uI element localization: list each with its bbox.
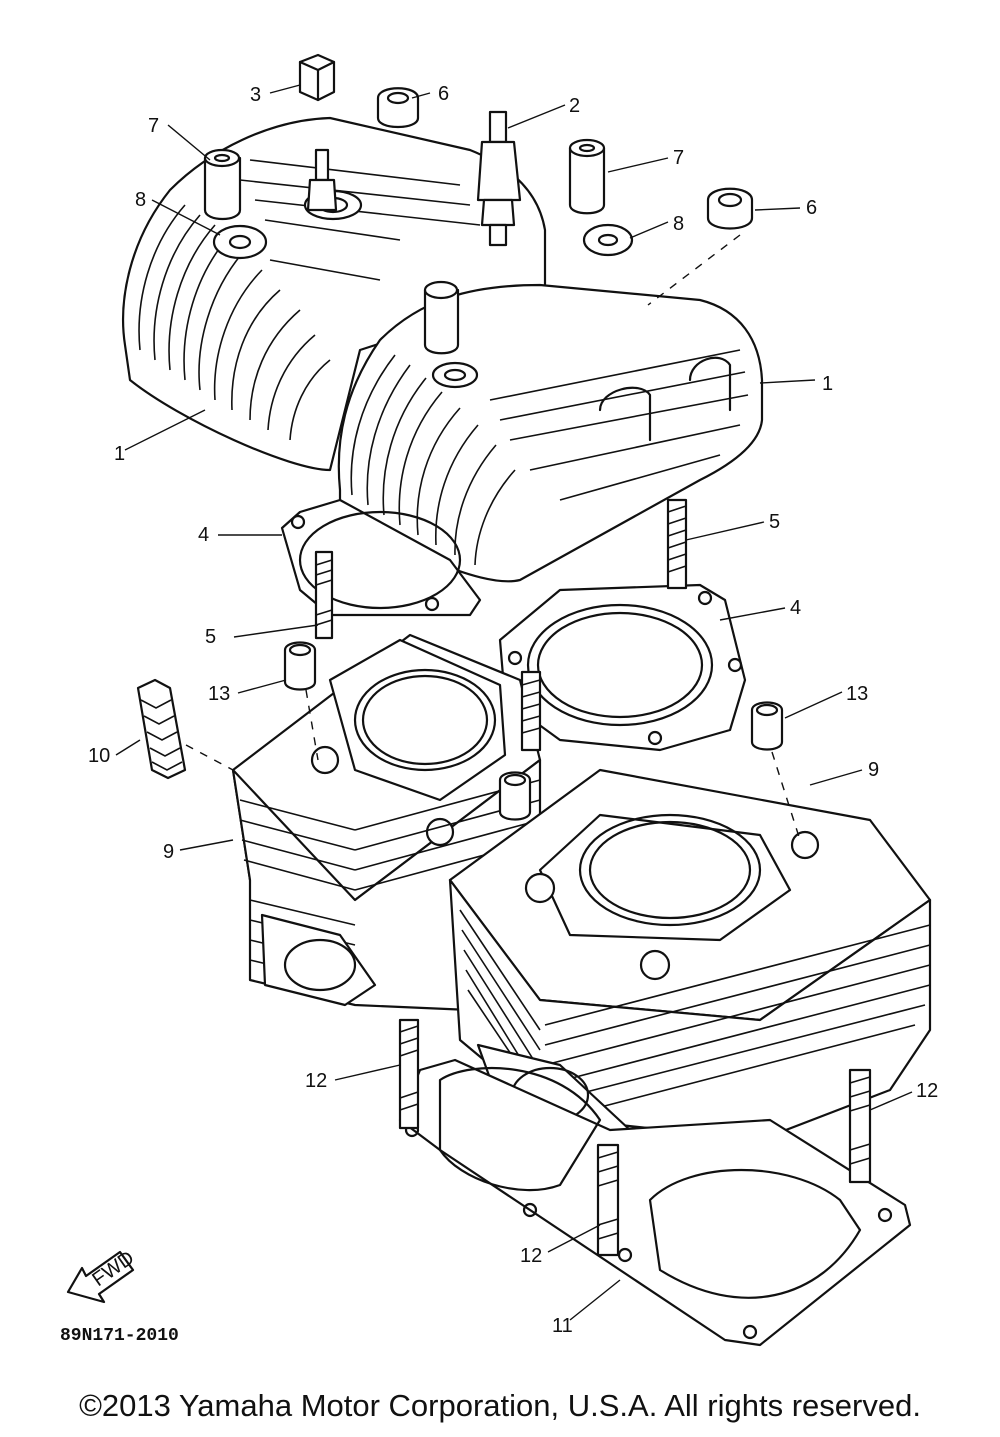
stud-12-left (398, 1018, 420, 1130)
callout-9-left: 9 (163, 841, 174, 863)
callout-5-left: 5 (205, 626, 216, 648)
exploded-parts-diagram: 3 6 2 7 7 8 8 6 1 1 4 5 5 4 13 13 10 9 9… (60, 53, 938, 1347)
nut-13-left (283, 641, 317, 691)
callout-12-left: 12 (305, 1070, 327, 1092)
collar-head-right-top (423, 280, 460, 355)
callout-1-left: 1 (114, 443, 125, 465)
callout-12-center: 12 (520, 1245, 542, 1267)
stud-center (520, 670, 542, 752)
copyright-notice: ©2013 Yamaha Motor Corporation, U.S.A. A… (79, 1388, 921, 1423)
callout-4-left: 4 (198, 524, 209, 546)
dowel-pins-10 (136, 678, 187, 780)
stud-5-left (314, 550, 334, 640)
callout-7-left: 7 (148, 115, 159, 137)
stud-5-right (666, 498, 688, 590)
cap-nut-3 (298, 53, 336, 102)
stud-12-center (596, 1143, 620, 1257)
spark-plug-left (306, 148, 338, 212)
washer-8-left (212, 224, 268, 260)
cylinder-head-right (337, 283, 764, 583)
callout-3: 3 (250, 84, 261, 106)
callout-8-right: 8 (673, 213, 684, 235)
nut-6-right (706, 187, 754, 230)
callout-8-left: 8 (135, 189, 146, 211)
callout-12-right: 12 (916, 1080, 938, 1102)
callout-10: 10 (88, 745, 110, 767)
callouts: 3 6 2 7 7 8 8 6 1 1 4 5 5 4 13 13 10 9 9… (88, 83, 938, 1337)
callout-7-right: 7 (673, 147, 684, 169)
collar-7-right (568, 138, 606, 215)
diagram-code: 89N171-2010 (60, 1326, 179, 1346)
washer-8-right (582, 223, 634, 257)
callout-6-left: 6 (438, 83, 449, 105)
base-gasket-11 (398, 1058, 912, 1347)
cylinder-left (231, 633, 542, 1012)
nut-13-right (750, 701, 784, 751)
nut-13-center (498, 771, 532, 821)
callout-9-right: 9 (868, 759, 879, 781)
callout-13-left: 13 (208, 683, 230, 705)
collar-7-left (203, 148, 242, 221)
spark-plug-2 (476, 110, 522, 247)
callout-1-right: 1 (822, 373, 833, 395)
callout-13-right: 13 (846, 683, 868, 705)
callout-4-right: 4 (790, 597, 801, 619)
callout-5-right: 5 (769, 511, 780, 533)
callout-11: 11 (552, 1315, 573, 1337)
head-gasket-4-right (498, 583, 747, 752)
callout-2: 2 (569, 95, 580, 117)
callout-6-right: 6 (806, 197, 817, 219)
stud-12-right (848, 1068, 872, 1184)
fwd-arrow-icon: FWD (66, 1247, 138, 1304)
leader-lines (115, 84, 913, 1321)
nut-6-left (376, 87, 420, 129)
